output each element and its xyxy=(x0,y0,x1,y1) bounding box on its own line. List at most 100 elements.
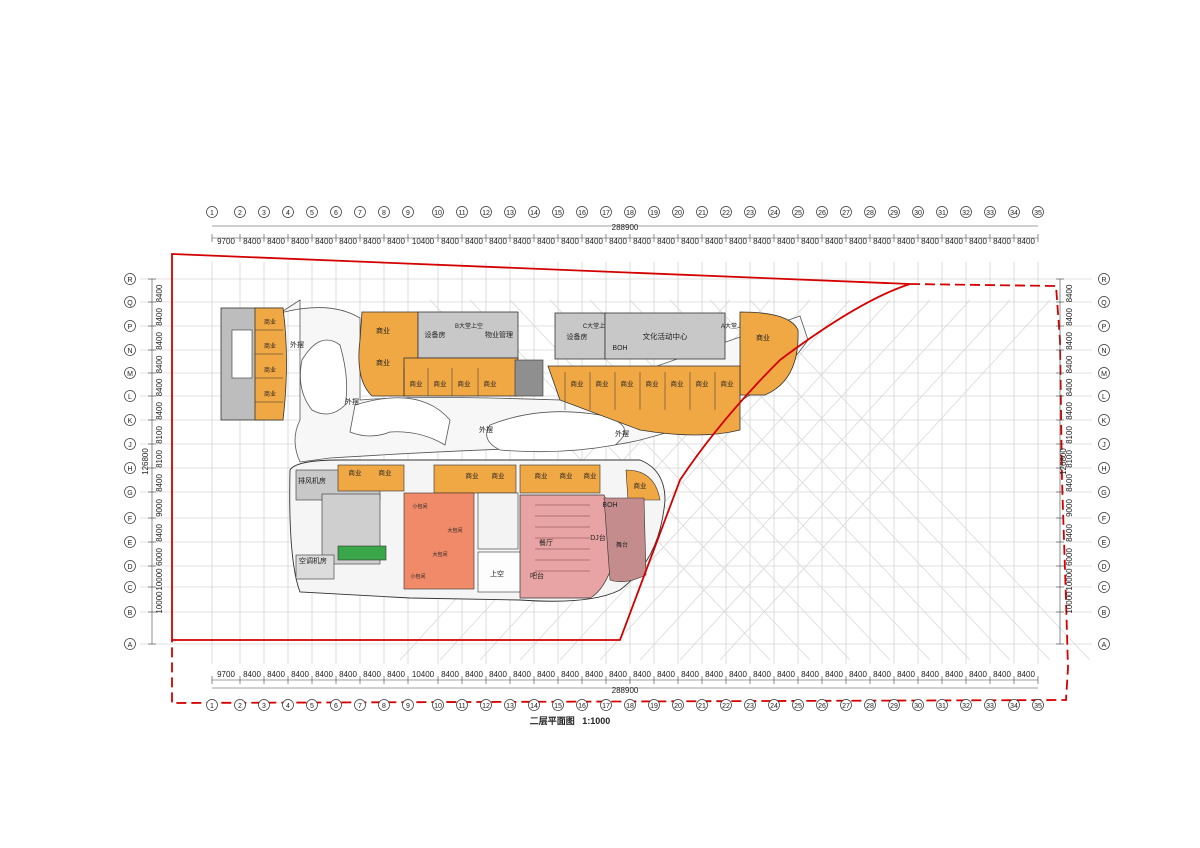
row-spacing-left-1: 8400 xyxy=(155,284,164,302)
outdoor-walk-label-4: 外摆 xyxy=(615,429,629,438)
row-axis-left-L-circle xyxy=(124,390,136,402)
col-axis-top-25-circle xyxy=(792,206,804,218)
total-height-right: 126800 xyxy=(1059,448,1068,475)
row-axis-right-C-label: C xyxy=(1101,585,1106,592)
plan-scale: 1:1000 xyxy=(582,716,611,726)
col-axis-bottom-13-label: 13 xyxy=(506,703,514,710)
col-axis-top-16-label: 16 xyxy=(578,210,586,217)
col-axis-bottom-14-circle xyxy=(528,699,540,711)
col-axis-bottom-30-circle xyxy=(912,699,924,711)
total-width-top: 288900 xyxy=(612,223,639,232)
col-axis-top-9-label: 9 xyxy=(406,210,410,217)
col-axis-bottom-35-circle xyxy=(1032,699,1044,711)
retail-label-s2: 商业 xyxy=(379,468,393,477)
south-retail-east xyxy=(519,464,601,494)
col-axis-bottom-10-label: 10 xyxy=(434,703,442,710)
col-axis-top-6-circle xyxy=(330,206,342,218)
row-axis-left-D-circle xyxy=(124,560,136,572)
row-spacing-left-7: 8100 xyxy=(155,426,164,444)
south-retail-west xyxy=(337,464,405,492)
col-axis-bottom-34-circle xyxy=(1008,699,1020,711)
col-spacing-bottom-29: 8400 xyxy=(897,670,915,679)
row-axis-left-L-label: L xyxy=(128,394,132,401)
col-spacing-bottom-6: 8400 xyxy=(339,670,357,679)
col-axis-top-23-label: 23 xyxy=(746,210,754,217)
row-axis-right-P-label: P xyxy=(1102,324,1107,331)
col-axis-top-3-label: 3 xyxy=(262,210,266,217)
col-spacing-bottom-8: 8400 xyxy=(387,670,405,679)
row-spacing-right-12: 6000 xyxy=(1065,548,1074,566)
row-axis-right-D-circle xyxy=(1098,560,1110,572)
row-axis-right-D-label: D xyxy=(1101,564,1106,571)
col-spacing-bottom-19: 8400 xyxy=(657,670,675,679)
row-axis-right-Q-label: Q xyxy=(1101,300,1107,307)
col-axis-bottom-12-circle xyxy=(480,699,492,711)
row-spacing-right-4: 8400 xyxy=(1065,355,1074,373)
row-axis-left-Q-label: Q xyxy=(127,300,133,307)
col-axis-top-2-label: 2 xyxy=(238,210,242,217)
row-axis-left-C-label: C xyxy=(127,585,132,592)
col-axis-bottom-16-circle xyxy=(576,699,588,711)
dining-room-label-1: 大包间 xyxy=(447,527,462,534)
col-spacing-bottom-24: 8400 xyxy=(777,670,795,679)
col-axis-top-11-circle xyxy=(456,206,468,218)
col-axis-top-13-label: 13 xyxy=(506,210,514,217)
col-axis-bottom-18-label: 18 xyxy=(626,703,634,710)
col-axis-bottom-5-label: 5 xyxy=(310,703,314,710)
col-spacing-bottom-30: 8400 xyxy=(921,670,939,679)
row-spacing-left-10: 9000 xyxy=(155,499,164,517)
col-spacing-top-29: 8400 xyxy=(897,237,915,246)
col-axis-bottom-25-label: 25 xyxy=(794,703,802,710)
col-axis-bottom-5-circle xyxy=(306,699,318,711)
site-boundary-dashed xyxy=(171,283,1069,704)
row-axis-right-N-label: N xyxy=(1101,348,1106,355)
col-spacing-bottom-22: 8400 xyxy=(729,670,747,679)
col-spacing-top-27: 8400 xyxy=(849,237,867,246)
col-axis-top-13-circle xyxy=(504,206,516,218)
col-spacing-top-28: 8400 xyxy=(873,237,891,246)
col-spacing-top-34: 8400 xyxy=(1017,237,1035,246)
col-spacing-top-18: 8400 xyxy=(633,237,651,246)
col-spacing-bottom-1: 9700 xyxy=(217,670,235,679)
col-axis-bottom-15-circle xyxy=(552,699,564,711)
col-spacing-top-15: 8400 xyxy=(561,237,579,246)
retail-label-a-s1: 商业 xyxy=(434,379,448,388)
col-spacing-top-1: 9700 xyxy=(217,237,235,246)
col-spacing-top-13: 8400 xyxy=(513,237,531,246)
col-spacing-top-16: 8400 xyxy=(585,237,603,246)
row-spacing-left-9: 8400 xyxy=(155,474,164,492)
ac-room-label: 空调机房 xyxy=(299,556,327,565)
col-axis-bottom-7-circle xyxy=(354,699,366,711)
row-axis-left-P-label: P xyxy=(128,324,133,331)
col-spacing-bottom-14: 8400 xyxy=(537,670,555,679)
col-axis-bottom-26-circle xyxy=(816,699,828,711)
col-axis-top-8-label: 8 xyxy=(382,210,386,217)
diag-line-a1 xyxy=(679,299,1011,661)
col-spacing-top-30: 8400 xyxy=(921,237,939,246)
row-axis-left-E-circle xyxy=(124,536,136,548)
col-axis-top-22-label: 22 xyxy=(722,210,730,217)
col-axis-top-14-label: 14 xyxy=(530,210,538,217)
row-axis-left-N-label: N xyxy=(127,348,132,355)
col-axis-bottom-32-circle xyxy=(960,699,972,711)
col-axis-top-28-label: 28 xyxy=(866,210,874,217)
col-axis-bottom-27-circle xyxy=(840,699,852,711)
row-spacing-left-12: 6000 xyxy=(155,548,164,566)
row-axis-left-H-label: H xyxy=(127,466,132,473)
col-axis-bottom-12-label: 12 xyxy=(482,703,490,710)
tower-left-retail-label-1: 商业 xyxy=(264,342,276,350)
col-axis-bottom-2-label: 2 xyxy=(238,703,242,710)
col-axis-top-12-label: 12 xyxy=(482,210,490,217)
row-axis-left-J-label: J xyxy=(128,442,132,449)
lobby-void-label-3: A大堂上空 xyxy=(721,322,749,330)
axis-bubbles: 1122334455667788991010111112121313141415… xyxy=(124,206,1110,711)
building-footprints: 商业商业商业商业商业商业设备房B大堂上空物业管理商业商业商业商业设备房C大堂上空… xyxy=(220,299,809,602)
retail-label-b-s1: 商业 xyxy=(596,379,610,388)
row-spacing-right-9: 8400 xyxy=(1065,474,1074,492)
col-axis-bottom-27-label: 27 xyxy=(842,703,850,710)
col-axis-top-3-circle xyxy=(258,206,270,218)
north-block-b-service xyxy=(554,312,606,360)
col-axis-bottom-25-circle xyxy=(792,699,804,711)
outdoor-walk-label-3: 外摆 xyxy=(479,425,493,434)
row-axis-left-Q-circle xyxy=(124,296,136,308)
